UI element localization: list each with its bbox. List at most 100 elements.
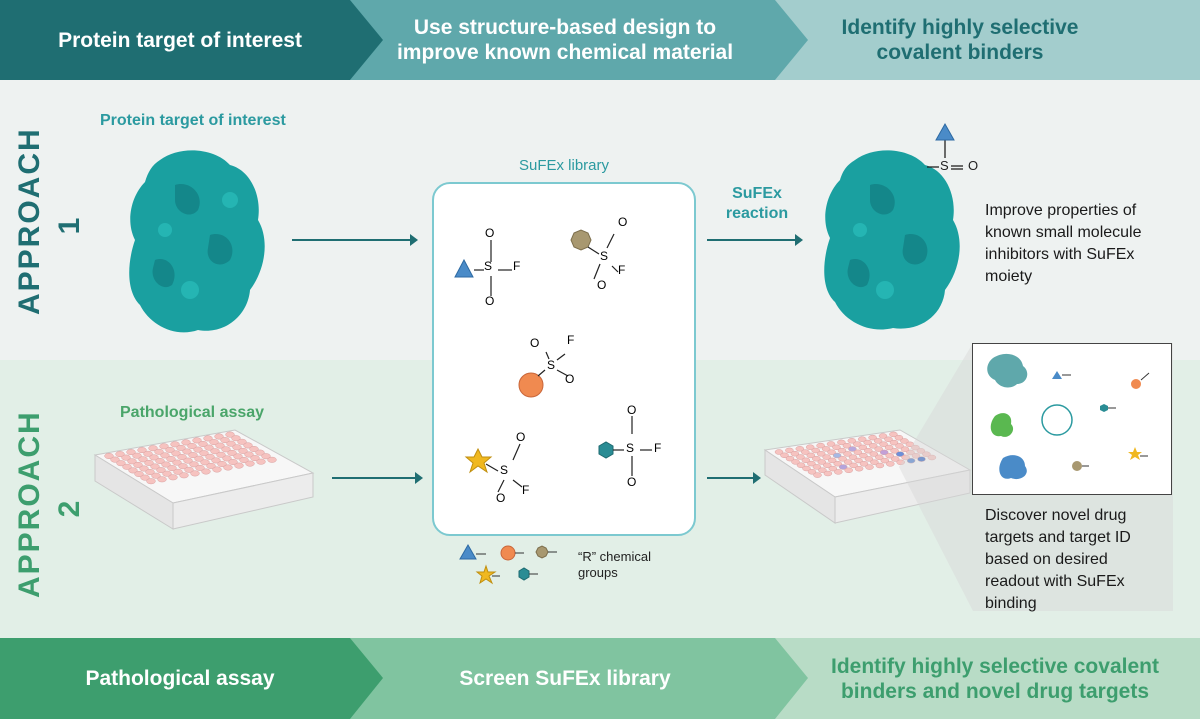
arrow-to-library-1 <box>292 234 418 246</box>
well <box>900 446 910 452</box>
well <box>226 440 236 447</box>
well <box>889 431 898 438</box>
well <box>864 447 873 454</box>
well <box>895 451 905 457</box>
well <box>225 431 235 438</box>
well <box>828 465 838 472</box>
well <box>816 442 825 449</box>
modified-protein-structure <box>824 122 963 330</box>
well <box>917 456 926 462</box>
mol5-f: F <box>654 441 662 455</box>
well <box>140 474 150 481</box>
r-groups-label: “R” chemical groups <box>578 549 651 580</box>
mol5-s: S <box>626 441 635 455</box>
well <box>133 461 143 468</box>
well <box>256 458 266 465</box>
well <box>879 441 888 447</box>
well <box>864 456 874 462</box>
well <box>853 441 862 447</box>
protein-target-label: Protein target of interest <box>100 112 286 129</box>
well <box>780 452 789 459</box>
well <box>243 442 253 449</box>
well <box>906 449 915 456</box>
well <box>157 476 167 483</box>
well <box>161 461 171 468</box>
well <box>172 459 182 466</box>
well <box>832 444 841 451</box>
well <box>885 452 894 459</box>
well <box>812 464 822 470</box>
mol1-s: S <box>484 259 493 273</box>
sufex-library-box <box>432 182 696 536</box>
well <box>854 457 863 464</box>
inset-star-reagent <box>1128 447 1142 460</box>
well <box>127 458 137 465</box>
well <box>823 470 833 477</box>
well <box>886 461 895 467</box>
arrow-to-library-2 <box>332 472 423 484</box>
well <box>795 446 805 452</box>
inset-protein-green <box>990 413 1014 437</box>
well <box>178 463 188 470</box>
top-step2-text: Use structure-based design to improve kn… <box>396 16 734 64</box>
well <box>905 441 915 448</box>
well <box>911 453 921 459</box>
well <box>210 448 220 455</box>
mol1-o-bottom: O <box>485 294 495 308</box>
well <box>188 452 198 459</box>
well <box>807 460 816 467</box>
well <box>110 456 120 463</box>
screened-well-plate-image <box>763 429 972 524</box>
well <box>823 462 832 469</box>
sufex-reaction-label: SuFEx reaction <box>725 185 789 222</box>
well <box>138 456 148 463</box>
well <box>209 439 219 446</box>
well <box>868 434 877 441</box>
mol1-o-top: O <box>485 226 495 240</box>
well <box>901 454 910 461</box>
well <box>137 447 147 454</box>
well <box>838 464 848 470</box>
well <box>838 456 847 462</box>
well <box>774 449 784 455</box>
well <box>880 457 890 464</box>
r-groups-legend-icons <box>459 543 557 585</box>
well <box>249 446 259 452</box>
well <box>818 467 827 473</box>
well <box>791 459 800 465</box>
well <box>149 454 159 461</box>
well <box>167 465 177 472</box>
well <box>165 446 175 453</box>
well <box>156 467 166 474</box>
well <box>122 463 132 470</box>
molecule-triangle <box>454 240 512 296</box>
well <box>805 444 815 450</box>
well <box>816 451 826 457</box>
well <box>160 452 170 459</box>
well <box>234 462 244 469</box>
well <box>859 461 869 467</box>
well <box>801 449 810 455</box>
mol4-o-bottom: O <box>496 491 506 505</box>
mol4-f: F <box>522 483 530 497</box>
top-chevron-1 <box>0 0 383 80</box>
well <box>879 449 889 456</box>
well <box>796 462 806 468</box>
top-chevron-band <box>0 0 1200 80</box>
well <box>894 434 904 441</box>
well <box>842 442 852 449</box>
well <box>183 457 193 464</box>
mol4-s: S <box>500 463 509 477</box>
well <box>802 465 811 472</box>
well <box>847 438 857 444</box>
well <box>195 464 205 471</box>
well <box>212 466 222 473</box>
mol3-o-right: O <box>565 372 575 386</box>
well <box>228 459 238 465</box>
well <box>884 444 894 451</box>
well <box>812 455 821 462</box>
well <box>261 453 271 460</box>
well <box>863 439 872 446</box>
pathological-assay-label: Pathological assay <box>120 404 265 421</box>
legend-triangle <box>459 543 477 560</box>
